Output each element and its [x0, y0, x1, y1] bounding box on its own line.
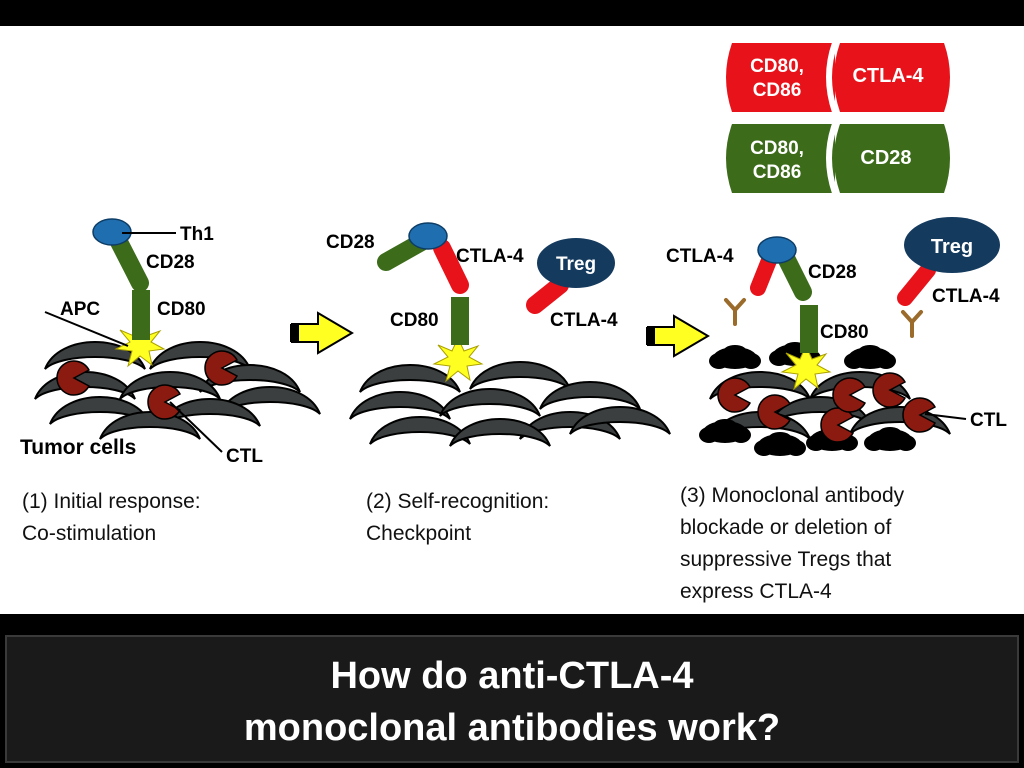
legend-green-left-line2: CD86 — [753, 162, 802, 183]
th1-cell — [408, 222, 448, 250]
th1-cell — [757, 236, 797, 264]
label-treg: Treg — [931, 236, 973, 258]
legend-green-left-line1: CD80, — [750, 138, 804, 159]
label-ctla4-treg: CTLA-4 — [932, 286, 1000, 307]
legend-red-left-line1: CD80, — [750, 56, 804, 77]
label-apc: APC — [60, 299, 100, 320]
caption-2-line1: (2) Self-recognition: — [366, 490, 549, 513]
caption-3-line4: express CTLA-4 — [680, 580, 832, 603]
legend-green-left — [726, 124, 835, 193]
title-bar — [5, 635, 1019, 763]
label-th1: Th1 — [180, 224, 214, 245]
label-ctla4: CTLA-4 — [456, 246, 524, 267]
treg-cell — [904, 217, 1000, 273]
arrow-right-icon — [646, 314, 710, 358]
panel-antibody-blockade: Treg CTLA-4 CD28 CTLA-4 CD80 CTL (3) Mon… — [666, 217, 1007, 603]
legend-red-left-line2: CD86 — [753, 80, 802, 101]
label-treg: Treg — [556, 254, 596, 275]
cd80-receptor — [451, 297, 469, 345]
label-tumor-cells: Tumor cells — [20, 436, 136, 459]
label-cd80: CD80 — [390, 310, 439, 331]
caption-3-line3: suppressive Tregs that — [680, 548, 891, 571]
treg-cell — [537, 238, 615, 288]
caption-3-line2: blockade or deletion of — [680, 516, 891, 539]
legend: CD80, CD86 CTLA-4 CD80, CD86 CD28 — [726, 42, 950, 194]
ctla4-receptor — [750, 250, 778, 296]
cd80-receptor — [132, 290, 150, 340]
arrow-right-icon — [290, 311, 354, 355]
treg-ctla4 — [526, 276, 569, 314]
cd28-receptor — [109, 231, 149, 292]
caption-2-line2: Checkpoint — [366, 522, 471, 545]
title-line1: How do anti-CTLA-4 — [330, 655, 693, 697]
legend-red-right-label: CTLA-4 — [852, 65, 924, 87]
legend-green-right — [834, 124, 950, 193]
label-cd80: CD80 — [820, 322, 869, 343]
legend-green-right-label: CD28 — [860, 147, 911, 169]
legend-red-left — [726, 43, 835, 112]
panel-initial-response: Th1 CD28 APC CD80 Tumor cells CTL (1) In… — [20, 218, 321, 545]
panel-self-recognition: Treg CD28 CTLA-4 CD80 CTLA-4 (2) Self-re… — [326, 222, 671, 545]
label-ctl: CTL — [226, 446, 263, 467]
caption-1-line1: (1) Initial response: — [22, 490, 201, 513]
label-ctla4: CTLA-4 — [666, 246, 734, 267]
label-ctla4-treg: CTLA-4 — [550, 310, 618, 331]
cd28-receptor — [777, 249, 812, 301]
legend-red-right — [834, 43, 950, 112]
label-cd28: CD28 — [326, 232, 375, 253]
caption-3-line1: (3) Monoclonal antibody — [680, 484, 905, 507]
label-ctl: CTL — [970, 410, 1007, 431]
cd80-receptor — [800, 305, 818, 353]
caption-1-line2: Co-stimulation — [22, 522, 156, 545]
title-line2: monoclonal antibodies work? — [244, 707, 780, 749]
label-cd28: CD28 — [808, 262, 857, 283]
label-cd80: CD80 — [157, 299, 206, 320]
ctla4-receptor — [433, 239, 469, 294]
treg-ctla4 — [897, 262, 936, 306]
label-cd28: CD28 — [146, 252, 195, 273]
